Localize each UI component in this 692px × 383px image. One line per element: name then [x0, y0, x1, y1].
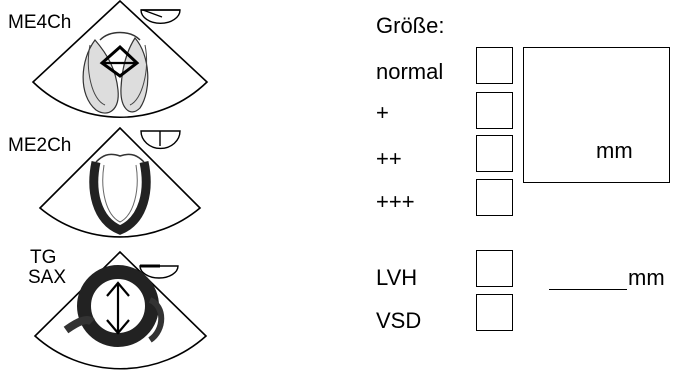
me2ch-label: ME2Ch — [8, 135, 72, 156]
size-unit-label: mm — [596, 138, 633, 163]
tgsax-label-tg: TG — [30, 247, 57, 268]
size-option-plusplus-checkbox[interactable] — [476, 135, 513, 172]
size-option-plus-label: + — [376, 100, 389, 125]
size-option-plus-checkbox[interactable] — [476, 92, 513, 129]
size-option-normal-label: normal — [376, 59, 444, 84]
size-title: Größe: — [376, 13, 445, 38]
lvh-unit-label: mm — [628, 265, 665, 290]
size-measurement-box[interactable]: mm — [523, 47, 670, 183]
tgsax-label-sax: SAX — [28, 267, 67, 288]
size-option-plusplusplus-checkbox[interactable] — [476, 179, 513, 216]
lvh-measurement-line[interactable] — [549, 289, 627, 290]
size-option-plusplus-label: ++ — [376, 146, 402, 171]
me4ch-label: ME4Ch — [8, 12, 72, 33]
lvh-label: LVH — [376, 265, 418, 290]
size-option-plusplusplus-label: +++ — [376, 189, 415, 214]
vsd-checkbox[interactable] — [476, 294, 513, 331]
lvh-checkbox[interactable] — [476, 250, 513, 287]
size-option-normal-checkbox[interactable] — [476, 47, 513, 84]
vsd-label: VSD — [376, 308, 422, 333]
